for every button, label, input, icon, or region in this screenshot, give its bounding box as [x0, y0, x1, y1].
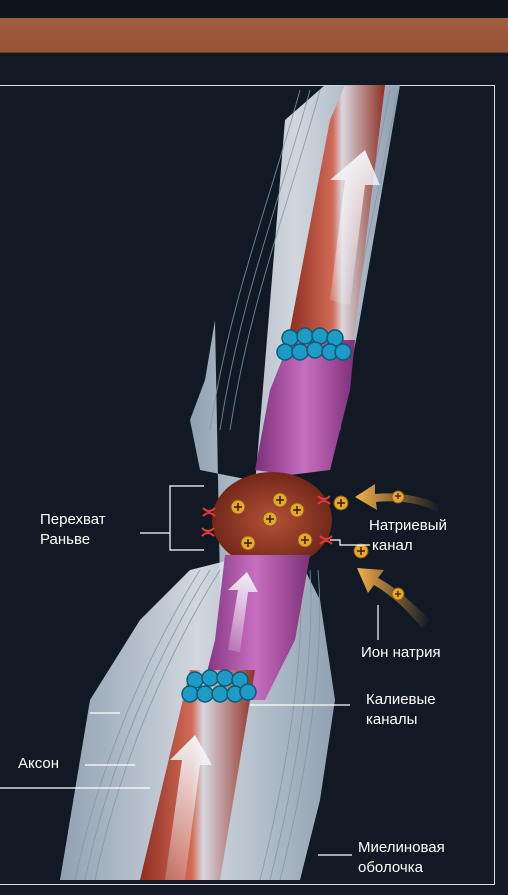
potassium-channels-upper — [277, 328, 351, 360]
myelin-sheath-label: Миелиновая оболочка — [358, 838, 445, 878]
potassium-channels-label: Калиевые каналы — [366, 690, 436, 730]
sodium-channel-label: Натриевый канал — [369, 516, 447, 556]
node-of-ranvier-label: Перехват Раньве — [40, 510, 106, 550]
sodium-ion-label: Ион натрия — [361, 643, 441, 663]
potassium-channels-lower — [182, 670, 256, 702]
axon-label: Аксон — [18, 754, 59, 774]
sodium-ion-trails — [355, 484, 440, 628]
